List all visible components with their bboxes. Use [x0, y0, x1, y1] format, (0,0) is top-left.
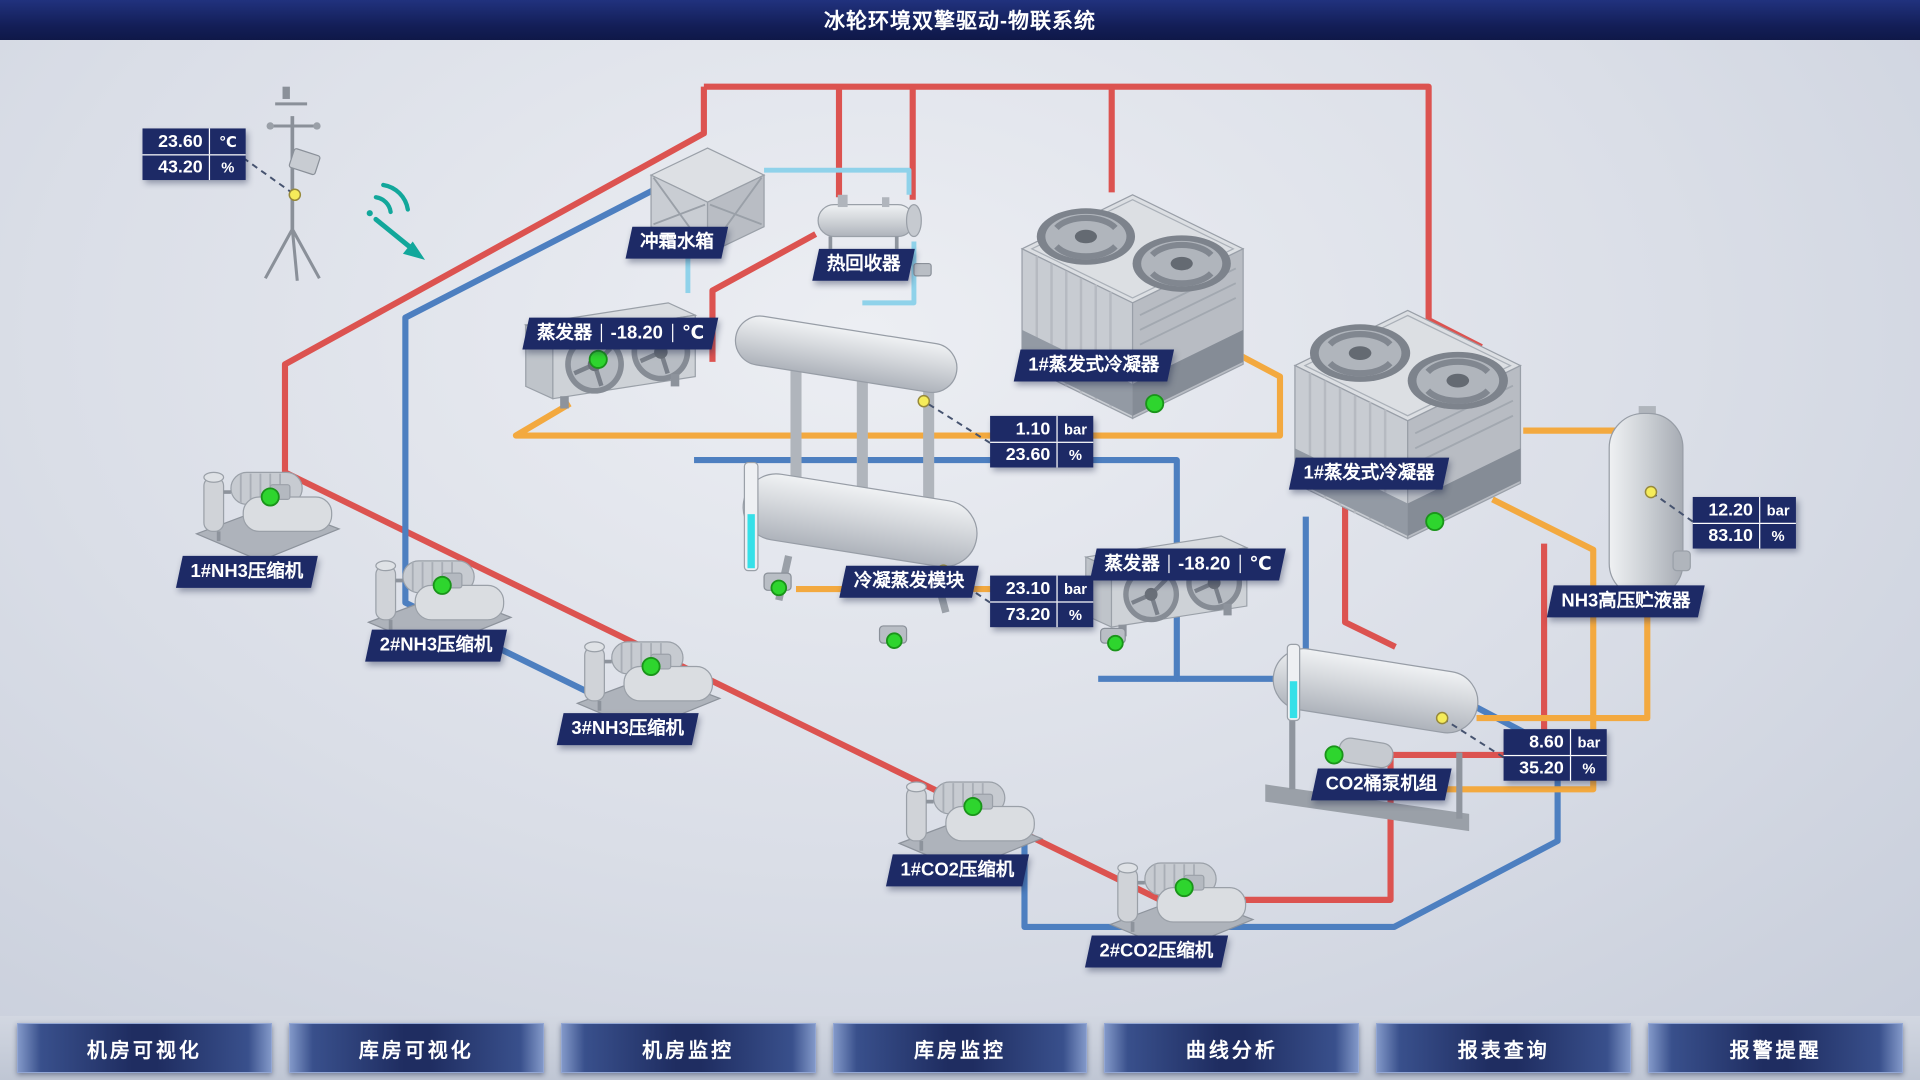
heat-recovery-unit[interactable]	[817, 194, 922, 249]
nh3-compressor-1-label: 1#NH3压缩机	[175, 555, 318, 588]
nav-button-warehouse-visualization[interactable]: 库房可视化	[288, 1023, 544, 1073]
nav-button-alarm-alert[interactable]: 报警提醒	[1648, 1023, 1904, 1073]
plant-diagram	[194, 83, 1694, 954]
co2-compressor-2-label: 2#CO2压缩机	[1084, 935, 1228, 968]
nh3-receiver-label: NH3高压贮液器	[1546, 585, 1705, 618]
titlebar: 冰轮环境双擎驱动-物联系统	[0, 0, 1920, 40]
pipes-layer	[281, 83, 1651, 930]
evaporative-condenser-1[interactable]	[1022, 195, 1243, 419]
nh3-compressor-3-label: 3#NH3压缩机	[556, 713, 699, 746]
gauge-row: 43.20%	[142, 154, 246, 181]
weather-station	[263, 86, 321, 281]
gauge-row: 35.20%	[1503, 754, 1607, 781]
condenser-1-label: 1#蒸发式冷凝器	[1013, 349, 1174, 382]
nh3-compressor-2-label: 2#NH3压缩机	[365, 629, 507, 662]
gauge-row: 73.20%	[990, 601, 1094, 628]
evaporator-right-label: 蒸发器-18.20℃	[1089, 548, 1286, 581]
evaporative-condenser-2[interactable]	[1295, 310, 1521, 538]
co2-pump-unit[interactable]	[1265, 643, 1482, 832]
module-label: 冷凝蒸发模块	[839, 565, 979, 598]
nav-button-machine-room-visualization[interactable]: 机房可视化	[17, 1023, 272, 1073]
level-gauge-fill	[747, 514, 755, 569]
nav-button-warehouse-monitoring[interactable]: 库房监控	[832, 1023, 1088, 1073]
wifi-signal-icon	[366, 182, 426, 260]
defrost-tank-label: 冲霜水箱	[625, 226, 729, 259]
nh3-high-pressure-receiver[interactable]	[1608, 406, 1691, 613]
gauge-row: 23.60%	[990, 441, 1094, 468]
status-dots	[260, 349, 1445, 898]
evaporator-left-label: 蒸发器-18.20℃	[522, 317, 718, 350]
nav-button-curve-analysis[interactable]: 曲线分析	[1104, 1023, 1360, 1073]
gauge-row: 83.10%	[1692, 522, 1796, 549]
nav-button-report-query[interactable]: 报表查询	[1376, 1023, 1632, 1073]
page-title: 冰轮环境双擎驱动-物联系统	[824, 10, 1096, 33]
gauge-row: 23.60℃	[142, 128, 245, 155]
heat-recovery-label: 热回收器	[812, 248, 915, 281]
level-gauge-fill	[1289, 681, 1298, 719]
nav-button-machine-room-monitoring[interactable]: 机房监控	[560, 1023, 816, 1073]
weather-gauge: 23.60℃ 43.20%	[142, 128, 246, 181]
co2-compressor-1-label: 1#CO2压缩机	[885, 854, 1029, 887]
bottom-nav: 机房可视化 库房可视化 机房监控 库房监控 曲线分析 报表查询 报警提醒	[0, 1016, 1920, 1080]
condenser-2-label: 1#蒸发式冷凝器	[1288, 457, 1449, 490]
co2-unit-label: CO2桶泵机组	[1310, 768, 1452, 801]
water-pipes	[685, 167, 917, 306]
